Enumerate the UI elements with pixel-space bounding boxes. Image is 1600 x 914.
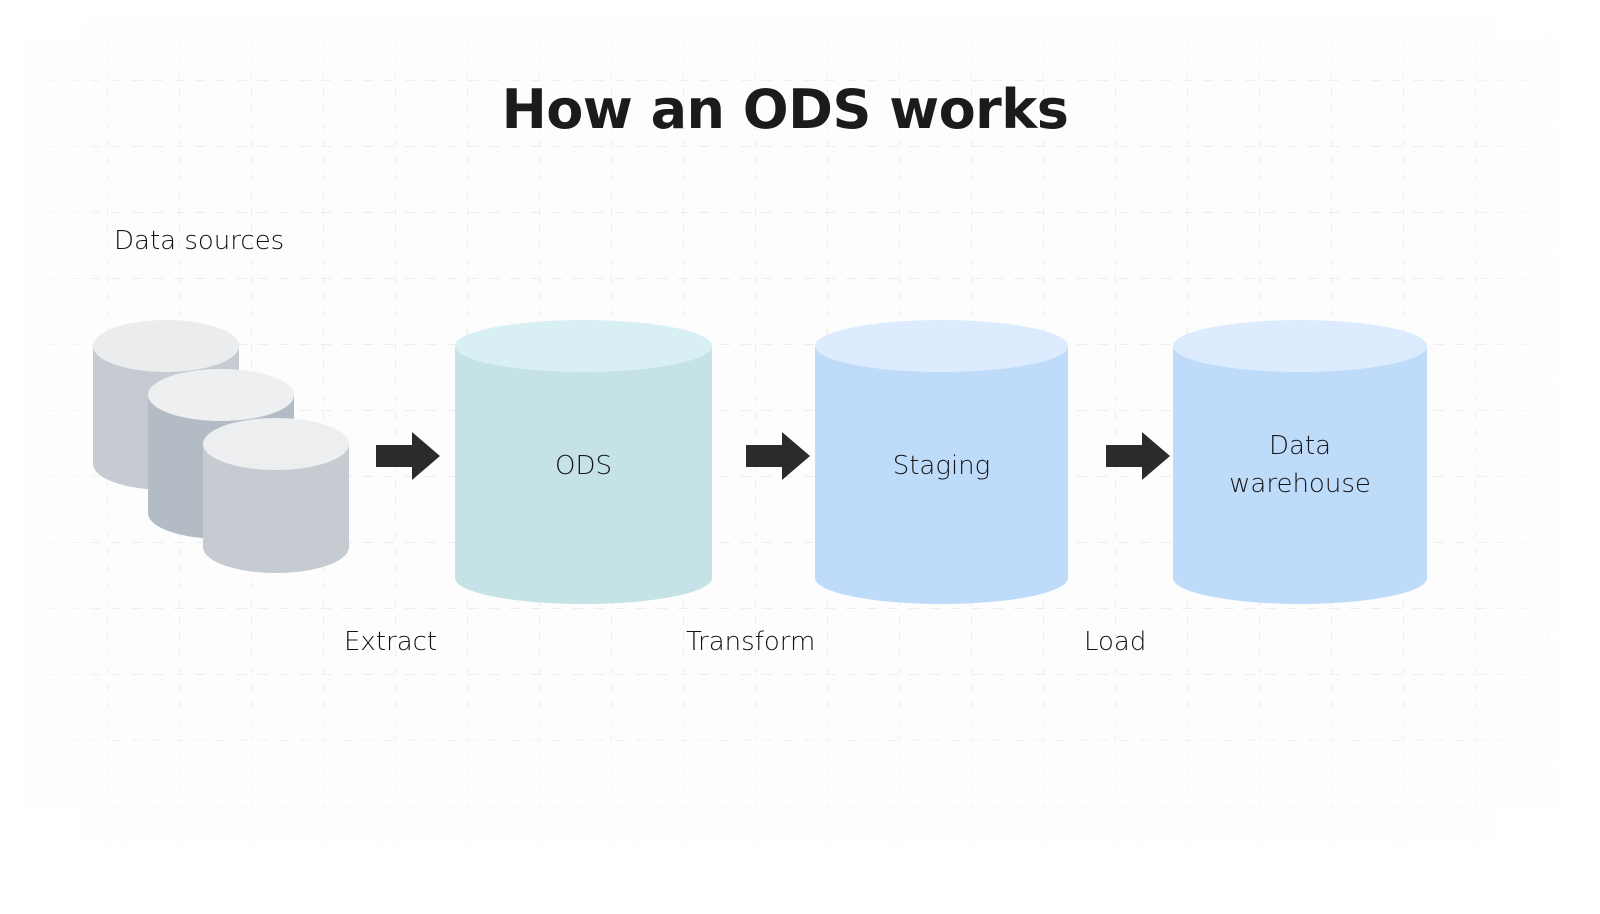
page-title: How an ODS works [501, 78, 1069, 141]
data-sources-label: Data sources [114, 226, 285, 256]
source-cylinder-3 [203, 418, 349, 573]
staging-cylinder: Staging [815, 320, 1068, 604]
transform-label: Transform [686, 627, 816, 657]
ods-cylinder: ODS [455, 320, 712, 604]
arrow-extract-icon [376, 432, 440, 480]
arrow-transform-icon [746, 432, 810, 480]
load-label: Load [1084, 627, 1147, 657]
extract-label: Extract [344, 627, 438, 657]
arrow-load-icon [1106, 432, 1170, 480]
data-warehouse-cylinder: Data warehouse [1173, 320, 1427, 604]
